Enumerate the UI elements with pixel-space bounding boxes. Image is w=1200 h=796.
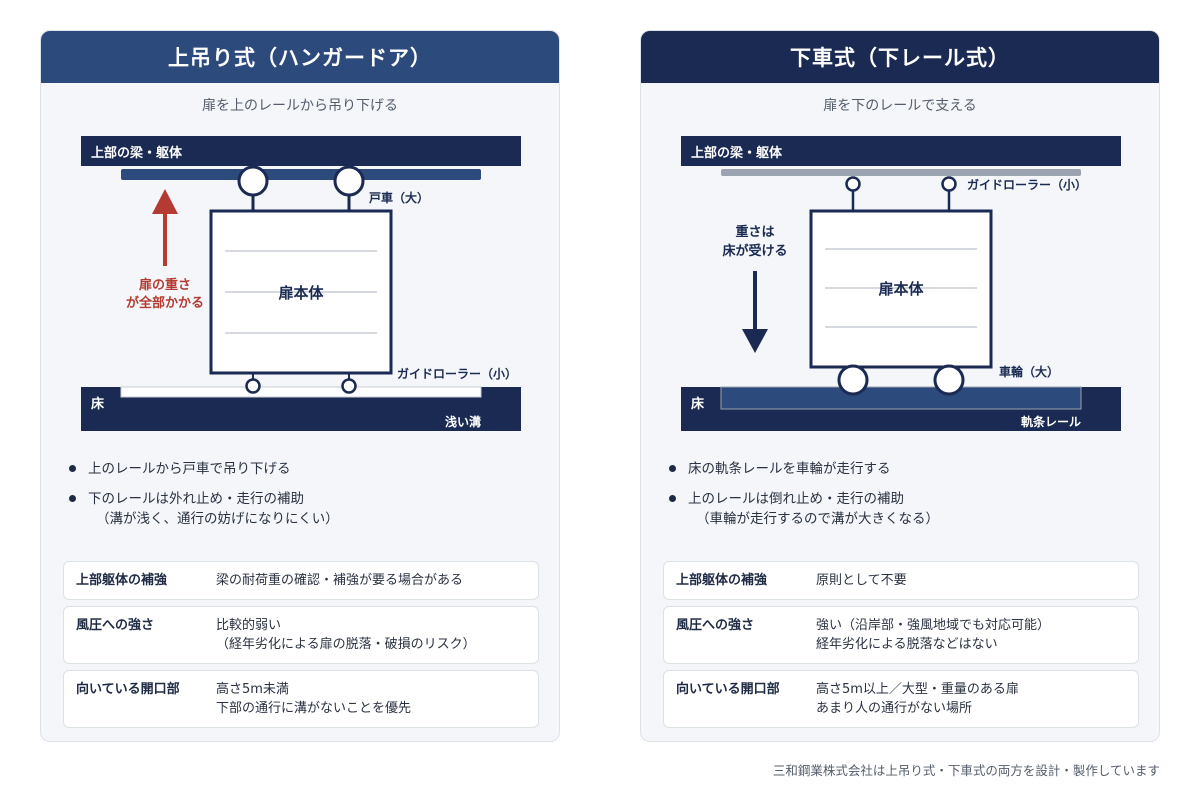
footer-note: 三和鋼業株式会社は上吊り式・下車式の両方を設計・製作しています (772, 763, 1160, 778)
large-wheel (837, 364, 869, 396)
rail-label: 軌条レール (1021, 414, 1081, 429)
table-row: 上部躯体の補強 原則として不要 (663, 561, 1139, 600)
list-item: 上のレールから戸車で吊り下げる (69, 459, 539, 479)
small-guide-roller (341, 378, 357, 394)
bullet-dot-icon (69, 495, 76, 502)
spec-value-line: 高さ5m未満 (216, 682, 289, 697)
table-row: 向いている開口部 高さ5m未満 下部の通行に溝がないことを優先 (63, 670, 539, 728)
table-row: 風圧への強さ 強い（沿岸部・強風地域でも対応可能） 経年劣化による脱落などはない (663, 606, 1139, 664)
feature-list: 上のレールから戸車で吊り下げる 下のレールは外れ止め・走行の補助 （溝が浅く、通… (69, 459, 539, 539)
shallow-groove (120, 386, 482, 398)
floor-label: 床 (691, 396, 705, 412)
spec-value-line: （経年劣化による扉の脱落・破損のリスク） (216, 637, 476, 652)
spec-value-line: あまり人の通行がない場所 (816, 701, 973, 716)
list-item-text: 床の軌条レールを車輪が走行する (688, 461, 891, 477)
large-roller-circle (333, 165, 365, 197)
list-item-note: （溝が浅く、通行の妨げになりにくい） (96, 511, 339, 527)
feature-list: 床の軌条レールを車輪が走行する 上のレールは倒れ止め・走行の補助 （車輪が走行す… (669, 459, 1139, 539)
list-item-text: 上のレールから戸車で吊り下げる (88, 461, 291, 477)
spec-value-line: 強い（沿岸部・強風地域でも対応可能） (816, 618, 1051, 633)
list-item-text-group: 上のレールは倒れ止め・走行の補助 （車輪が走行するので溝が大きくなる） (688, 489, 939, 529)
beam-label: 上部の梁・躯体 (91, 145, 183, 161)
upper-beam (681, 136, 1121, 166)
groove-label: 浅い溝 (445, 414, 481, 429)
weight-label-line2: 床が受ける (722, 243, 787, 259)
bullet-dot-icon (69, 465, 76, 472)
spec-label: 向いている開口部 (76, 682, 180, 697)
bullet-dot-icon (669, 465, 676, 472)
list-item: 床の軌条レールを車輪が走行する (669, 459, 1139, 479)
small-guide-roller (845, 176, 861, 192)
weight-label-line1: 扉の重さ (139, 277, 191, 293)
spec-value: 高さ5m以上／大型・重量のある扉 あまり人の通行がない場所 (816, 680, 1019, 718)
list-item-text: 下のレールは外れ止め・走行の補助 (88, 491, 304, 507)
door-label: 扉本体 (277, 284, 324, 302)
bottom-roller-label: 車輪（大） (999, 364, 1059, 379)
spec-table: 上部躯体の補強 梁の耐荷重の確認・補強が要る場合がある 風圧への強さ 比較的弱い… (63, 561, 539, 734)
spec-value-line: 原則として不要 (816, 573, 907, 588)
spec-label: 風圧への強さ (676, 618, 755, 633)
bottom-rail-door-diagram: 上部の梁・躯体 ガイドローラー（小） 扉本体 重さは 床が受ける 車輪（大） 床… (681, 136, 1121, 431)
spec-value: 梁の耐荷重の確認・補強が要る場合がある (216, 571, 463, 590)
spec-table: 上部躯体の補強 原則として不要 風圧への強さ 強い（沿岸部・強風地域でも対応可能… (663, 561, 1139, 734)
spec-value-line: 高さ5m以上／大型・重量のある扉 (816, 682, 1019, 697)
list-item: 上のレールは倒れ止め・走行の補助 （車輪が走行するので溝が大きくなる） (669, 489, 1139, 529)
small-guide-roller (941, 176, 957, 192)
list-item: 下のレールは外れ止め・走行の補助 （溝が浅く、通行の妨げになりにくい） (69, 489, 539, 529)
top-rail (121, 169, 481, 180)
table-row: 上部躯体の補強 梁の耐荷重の確認・補強が要る場合がある (63, 561, 539, 600)
arrow-down-icon (742, 329, 768, 353)
spec-label: 向いている開口部 (676, 682, 780, 697)
table-row: 向いている開口部 高さ5m以上／大型・重量のある扉 あまり人の通行がない場所 (663, 670, 1139, 728)
large-wheel (933, 364, 965, 396)
top-guide-rail (721, 169, 1081, 176)
top-roller-label: ガイドローラー（小） (967, 177, 1087, 192)
spec-value-line: 経年劣化による脱落などはない (816, 637, 998, 652)
small-guide-roller (245, 378, 261, 394)
top-roller-label: 戸車（大） (369, 190, 429, 205)
floor-label: 床 (91, 396, 105, 412)
bottom-rail-door-panel: 下車式（下レール式） 扉を下のレールで支える 上部の梁・躯体 ガイドローラー（小… (640, 30, 1160, 742)
hanger-door-panel: 上吊り式（ハンガードア） 扉を上のレールから吊り下げる 上部の梁・躯体 戸車（大… (40, 30, 560, 742)
arrow-up-icon (152, 189, 178, 214)
spec-label: 上部躯体の補強 (676, 573, 768, 588)
bullet-dot-icon (669, 495, 676, 502)
list-item-note: （車輪が走行するので溝が大きくなる） (696, 511, 939, 527)
upper-beam (81, 136, 521, 166)
spec-value: 高さ5m未満 下部の通行に溝がないことを優先 (216, 680, 411, 718)
large-roller-circle (237, 165, 269, 197)
bottom-roller-label: ガイドローラー（小） (397, 366, 517, 381)
spec-value-line: 比較的弱い (216, 618, 282, 633)
weight-label-line2: が全部かかる (126, 295, 204, 311)
door-label: 扉本体 (877, 280, 924, 298)
list-item-text: 上のレールは倒れ止め・走行の補助 (688, 491, 904, 507)
weight-label-line1: 重さは (735, 224, 774, 240)
door-body (809, 209, 993, 369)
spec-value: 強い（沿岸部・強風地域でも対応可能） 経年劣化による脱落などはない (816, 616, 1050, 654)
hanger-door-diagram: 上部の梁・躯体 戸車（大） 扉本体 扉の重さ が全部かかる ガイドローラー（小）… (81, 136, 521, 431)
spec-value-line: 下部の通行に溝がないことを優先 (216, 701, 412, 716)
panel-subtitle: 扉を下のレールで支える (823, 98, 977, 114)
list-item-text-group: 下のレールは外れ止め・走行の補助 （溝が浅く、通行の妨げになりにくい） (88, 489, 339, 529)
panel-subtitle: 扉を上のレールから吊り下げる (202, 98, 398, 114)
spec-value: 比較的弱い （経年劣化による扉の脱落・破損のリスク） (216, 616, 476, 654)
spec-label: 上部躯体の補強 (76, 573, 168, 588)
panel-title: 上吊り式（ハンガードア） (41, 31, 559, 83)
spec-value: 原則として不要 (816, 571, 907, 590)
spec-value-line: 梁の耐荷重の確認・補強が要る場合がある (216, 573, 464, 588)
rail-groove (720, 386, 1082, 410)
beam-label: 上部の梁・躯体 (691, 145, 783, 161)
spec-label: 風圧への強さ (76, 618, 155, 633)
panel-title: 下車式（下レール式） (641, 31, 1159, 83)
table-row: 風圧への強さ 比較的弱い （経年劣化による扉の脱落・破損のリスク） (63, 606, 539, 664)
